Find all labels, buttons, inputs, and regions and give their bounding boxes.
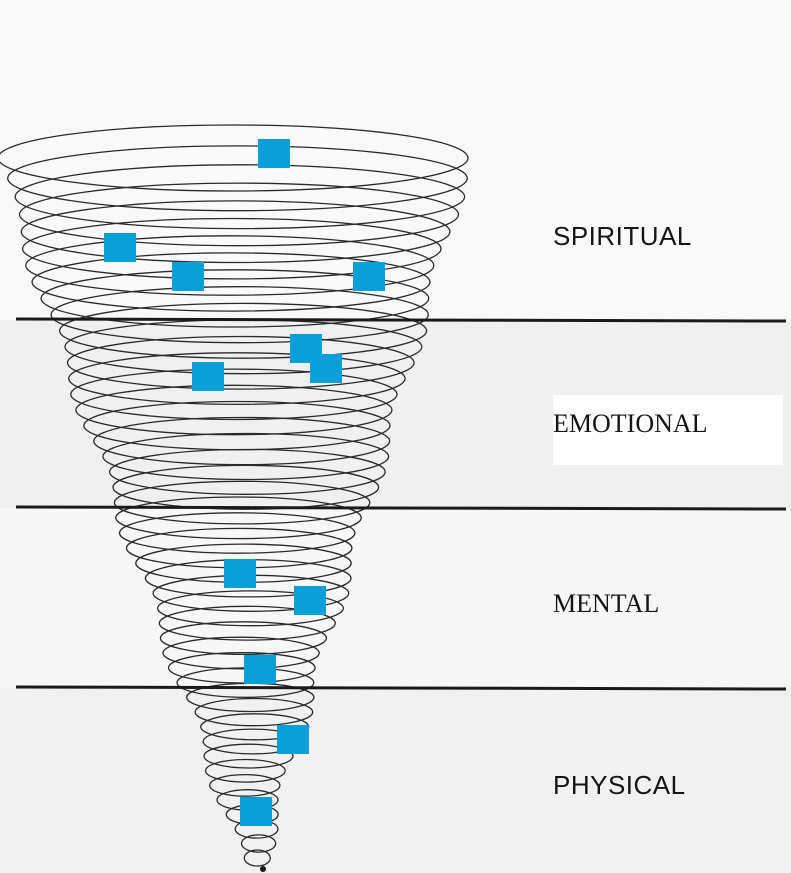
marker-square[interactable] bbox=[310, 354, 342, 383]
marker-square[interactable] bbox=[244, 655, 276, 684]
label-physical: PHYSICAL bbox=[553, 770, 763, 801]
marker-square[interactable] bbox=[277, 725, 309, 754]
divider-spiritual-emotional bbox=[16, 319, 786, 321]
divider-emotional-mental bbox=[16, 507, 786, 509]
marker-square[interactable] bbox=[224, 559, 256, 588]
marker-square[interactable] bbox=[104, 233, 136, 262]
marker-square[interactable] bbox=[294, 586, 326, 615]
label-mental: MENTAL bbox=[553, 589, 763, 619]
label-emotional: EMOTIONAL bbox=[553, 409, 763, 439]
divider-mental-physical bbox=[16, 687, 786, 689]
marker-square[interactable] bbox=[192, 362, 224, 391]
band-spiritual bbox=[0, 0, 791, 320]
marker-square[interactable] bbox=[240, 797, 272, 826]
marker-square[interactable] bbox=[258, 139, 290, 168]
marker-square[interactable] bbox=[353, 262, 385, 291]
marker-square[interactable] bbox=[172, 262, 204, 291]
spiral-tip-dot bbox=[260, 866, 266, 872]
label-spiritual: SPIRITUAL bbox=[553, 221, 763, 252]
